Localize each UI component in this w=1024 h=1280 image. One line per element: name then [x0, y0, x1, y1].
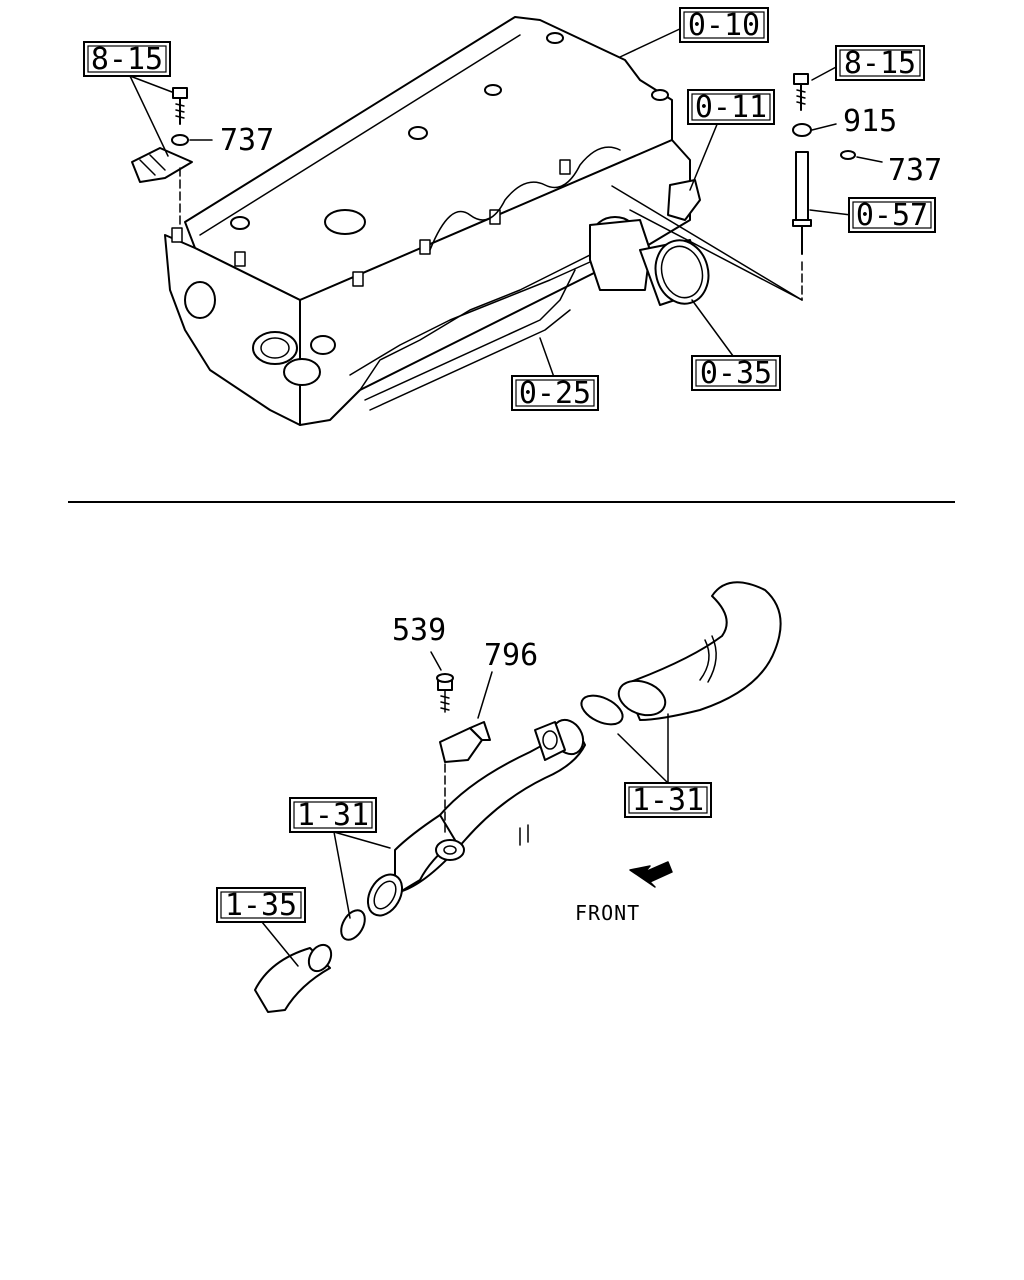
callout-1-31-left: 1-31: [289, 797, 377, 833]
callout-0-25: 0-25: [511, 375, 599, 411]
callout-label: 8-15: [91, 42, 163, 77]
callout-1-35: 1-35: [216, 887, 306, 923]
cylinder-head-drawing: [164, 16, 710, 426]
callout-label: 0-11: [695, 90, 767, 125]
part-number-915: 915: [843, 104, 897, 139]
front-direction-arrow: FRONT: [575, 861, 673, 925]
callout-label: 1-31: [632, 783, 704, 818]
callout-0-57: 0-57: [848, 197, 936, 233]
callout-label: 1-35: [225, 888, 297, 923]
water-pipe-drawing: [254, 581, 782, 1013]
callout-1-31-right: 1-31: [624, 782, 712, 818]
part-number-737-left: 737: [220, 123, 274, 158]
callout-label: 0-35: [700, 356, 772, 391]
part-number-539: 539: [392, 613, 446, 648]
callout-label: 0-57: [856, 198, 928, 233]
callout-0-11: 0-11: [687, 89, 775, 125]
callout-0-35: 0-35: [691, 355, 781, 391]
front-label: FRONT: [575, 901, 640, 925]
callout-0-10: 0-10: [679, 7, 769, 43]
left-fastener-group: [131, 87, 193, 226]
part-number-737-right: 737: [888, 153, 942, 188]
part-number-796: 796: [484, 638, 538, 673]
bottom-leader-lines: [261, 651, 669, 967]
callout-label: 0-10: [688, 8, 760, 43]
callout-8-15-left: 8-15: [83, 41, 171, 77]
top-leader-lines: [129, 26, 883, 381]
callout-label: 0-25: [519, 376, 591, 411]
callout-label: 8-15: [844, 46, 916, 81]
callout-8-15-right: 8-15: [835, 45, 925, 81]
callout-label: 1-31: [297, 798, 369, 833]
right-fastener-group: [611, 73, 856, 301]
